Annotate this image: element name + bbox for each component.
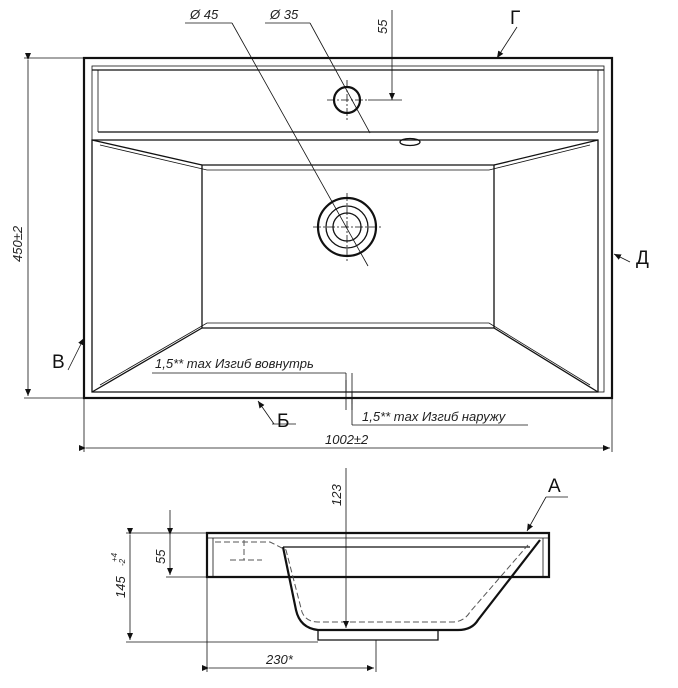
bowl-outline <box>91 139 599 393</box>
drain-inner <box>325 205 369 249</box>
letter-A: А <box>548 476 561 497</box>
side-hidden-profile <box>215 541 529 623</box>
leader-d35 <box>309 22 371 134</box>
letter-D: Д <box>636 248 649 269</box>
label-145-tol-lower: -2 <box>118 558 127 566</box>
leader-B <box>257 400 275 425</box>
letter-G: Г <box>510 8 520 29</box>
label-450: 450±2 <box>10 225 25 262</box>
bowl-bottom <box>201 164 495 329</box>
label-55-side: 55 <box>153 549 168 564</box>
overflow-hole <box>399 137 421 147</box>
label-123: 123 <box>329 484 344 506</box>
leader-d45 <box>231 22 369 267</box>
side-hidden-overflow <box>230 540 262 561</box>
side-bowl-profile <box>281 539 541 632</box>
basin-rim-inner-line <box>91 65 605 393</box>
bowl-slope-edges <box>91 139 599 393</box>
leader-G <box>496 26 518 59</box>
label-145-tol-upper: +4 <box>110 552 119 562</box>
label-55-top: 55 <box>375 19 390 34</box>
label-d35: Ø 35 <box>269 7 299 22</box>
basin-outer-outline <box>82 56 614 400</box>
label-d45: Ø 45 <box>189 7 219 22</box>
bend-arrows <box>345 380 353 404</box>
leader-D <box>613 253 631 263</box>
leader-V <box>67 337 85 371</box>
label-230: 230* <box>265 652 294 667</box>
label-1002: 1002±2 <box>325 432 369 447</box>
label-145: 145 <box>113 576 128 598</box>
letter-B: Б <box>277 411 289 432</box>
side-view: 123 145 +4 -2 55 230* А <box>110 468 568 672</box>
leader-A <box>526 496 547 532</box>
centerlines <box>313 80 381 261</box>
label-bend-out: 1,5** max Изгиб наружу <box>362 409 507 424</box>
side-drain <box>317 630 439 641</box>
bowl-slope-inner-top <box>99 144 591 171</box>
letter-V: В <box>52 352 65 373</box>
side-rim <box>205 531 551 579</box>
top-view: Ø 45 Ø 35 55 450±2 1002±2 1,5** max Изги… <box>10 7 649 452</box>
bowl-slope-inner-bottom <box>99 322 591 386</box>
label-bend-in: 1,5** max Изгиб вовнутрь <box>155 356 314 371</box>
